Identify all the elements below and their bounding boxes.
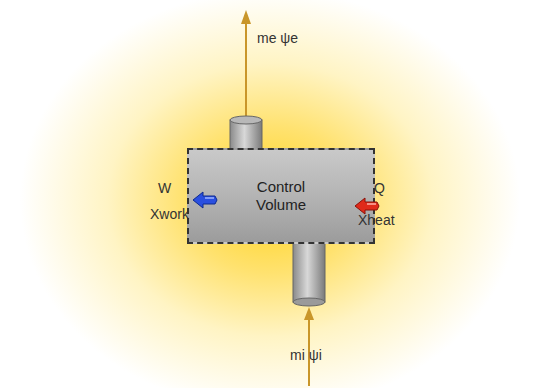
symbol-label: mi ψi [290,347,322,363]
box-label: Control Volume [241,178,321,214]
symbol-label: Xheat [358,212,395,228]
symbol-label: me ψe [257,30,298,46]
exit-pipe-end [230,116,262,124]
inlet-pipe-end [293,298,325,306]
symbol-label: Q [374,180,385,196]
symbol-label: Xwork [150,206,189,222]
inlet-pipe [293,240,325,302]
inlet-arrowhead [304,307,314,320]
symbol-label: W [158,180,171,196]
exit-flow-line [245,22,247,118]
exit-arrowhead [241,10,251,24]
control-volume-box: Control Volume [187,148,375,244]
